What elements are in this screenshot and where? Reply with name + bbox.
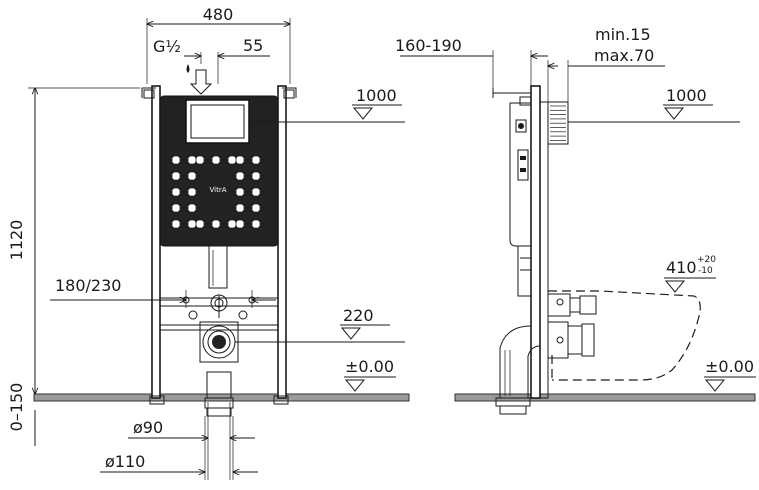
cistern-hole <box>236 156 244 164</box>
side-drain-bend <box>495 325 541 415</box>
actuator-ribs <box>550 105 566 141</box>
bowl-height-label: 410 <box>666 258 697 277</box>
cistern: VitrA <box>159 95 279 247</box>
cistern-hole <box>252 188 260 196</box>
bolt-spacing-label: 180/230 <box>55 276 121 295</box>
cistern-holes <box>172 156 260 228</box>
cistern-hole <box>252 156 260 164</box>
cistern-hole <box>172 172 180 180</box>
front-floor-level-label: ±0.00 <box>345 357 394 376</box>
cistern-hole <box>196 220 204 228</box>
bowl-tol-plus: +20 <box>697 255 716 265</box>
bowl-outline <box>548 290 701 381</box>
cistern-hole <box>188 156 196 164</box>
cistern-hole <box>172 204 180 212</box>
front-width-label: 480 <box>203 5 234 24</box>
cistern-hole <box>172 156 180 164</box>
depth-range-label: 160-190 <box>395 36 462 55</box>
cistern-hole <box>188 204 196 212</box>
cistern-hole <box>212 220 220 228</box>
side-floor-level-label: ±0.00 <box>705 357 754 376</box>
cistern-hole <box>196 156 204 164</box>
outlet-height-label: 220 <box>343 306 374 325</box>
cistern-side <box>509 102 532 297</box>
floor-build-label: 0–150 <box>7 383 26 432</box>
cistern-hole <box>228 156 236 164</box>
supply-inlet <box>186 64 213 95</box>
front-height-label: 1120 <box>7 220 26 261</box>
wall-max-label: max.70 <box>594 46 654 65</box>
cistern-hole <box>188 172 196 180</box>
cistern-hole <box>188 220 196 228</box>
pipe-small-label: ø90 <box>133 418 163 437</box>
cistern-hole <box>172 188 180 196</box>
vitra-logo: VitrA <box>210 186 227 194</box>
front-view: VitrA <box>7 5 410 480</box>
cistern-hole <box>252 204 260 212</box>
cistern-hole <box>236 172 244 180</box>
pipe-large-label: ø110 <box>105 452 145 471</box>
side-actuator-height-label: 1000 <box>666 86 707 105</box>
drain-pipe <box>182 245 256 480</box>
bowl-tol-minus: -10 <box>698 266 713 276</box>
cistern-hole <box>236 188 244 196</box>
side-view: 160-190 min.15 max.70 1000 410 +20 -10 ±… <box>395 25 756 415</box>
wall-min-label: min.15 <box>595 25 651 44</box>
supply-thread-label: G½ <box>153 37 181 56</box>
supply-offset-label: 55 <box>243 36 263 55</box>
cistern-hole <box>236 220 244 228</box>
front-actuator-height-label: 1000 <box>356 86 397 105</box>
bowl-connectors <box>547 293 597 359</box>
side-floor <box>454 393 756 402</box>
cistern-hole <box>172 220 180 228</box>
cistern-hole <box>228 220 236 228</box>
cistern-hole <box>252 220 260 228</box>
cistern-hole <box>236 204 244 212</box>
cistern-hole <box>252 172 260 180</box>
water-drop-icon <box>186 64 190 73</box>
cistern-hole <box>212 156 220 164</box>
cistern-hole <box>188 188 196 196</box>
